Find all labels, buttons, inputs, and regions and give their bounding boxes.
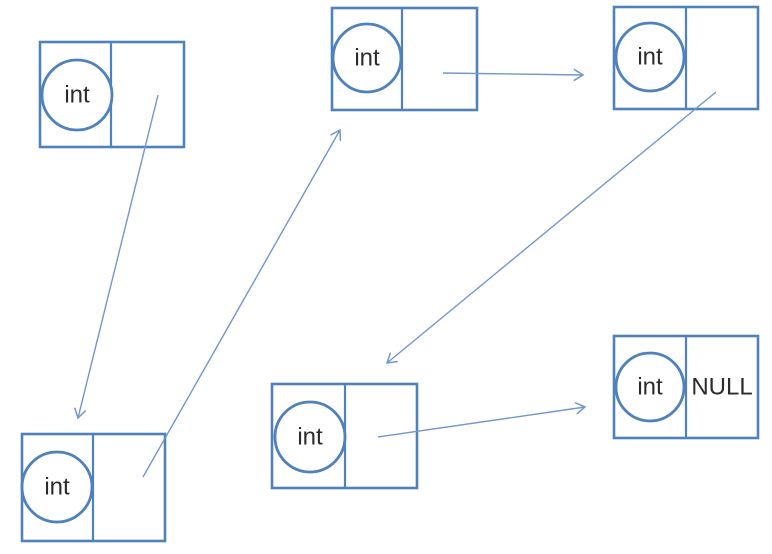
- node-6-pointer-label: NULL: [691, 374, 752, 401]
- list-node-6: int NULL: [612, 334, 760, 440]
- list-node-2: int: [330, 6, 479, 112]
- node-1-data-circle: [40, 58, 114, 132]
- node-3-data-label: int: [637, 44, 663, 71]
- list-node-3: int: [612, 5, 760, 111]
- pointer-arrow-1-node-1-to-node-4: [74, 94, 159, 420]
- pointer-arrow-3-node-2-to-node-3: [442, 68, 585, 82]
- node-4-data-circle: [20, 450, 94, 524]
- list-node-1: int: [38, 40, 186, 149]
- list-node-4: int: [20, 432, 167, 543]
- node-5-data-circle: [273, 400, 347, 474]
- pointer-arrow-4-node-3-to-node-5: [385, 91, 717, 364]
- node-2-data-label: int: [354, 45, 380, 72]
- node-3-data-circle: [614, 21, 686, 93]
- node-6-data-circle: [614, 351, 686, 423]
- node-4-data-label: int: [44, 474, 70, 501]
- pointer-arrow-5-node-5-to-node-6: [377, 402, 587, 438]
- node-2-data-circle: [331, 22, 403, 94]
- node-1-data-label: int: [64, 82, 90, 109]
- list-node-5: int: [270, 382, 419, 490]
- pointer-arrow-2-node-4-to-node-2: [142, 128, 342, 478]
- node-5-data-label: int: [297, 424, 323, 451]
- node-6-data-label: int: [637, 374, 663, 401]
